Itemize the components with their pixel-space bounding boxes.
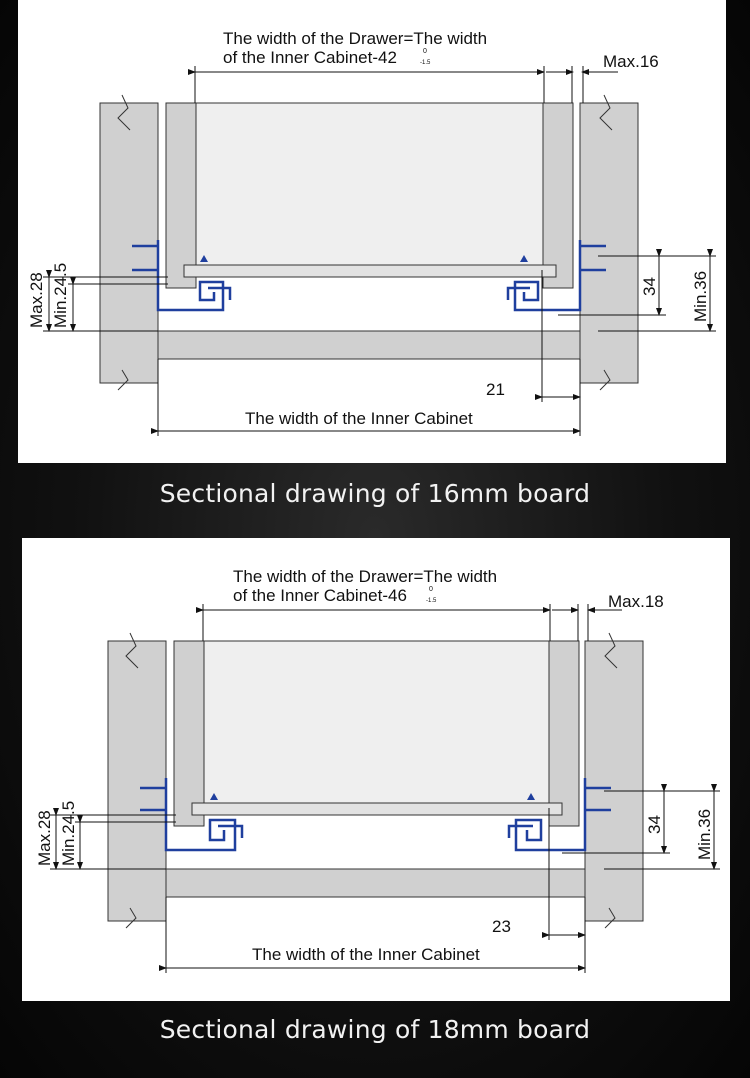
- slide-rail-right: [506, 240, 606, 312]
- max-side-label: Max.16: [603, 52, 659, 71]
- rail-catch-right: [520, 255, 528, 262]
- dimension-right-heights: [558, 249, 716, 332]
- dimension-left-heights: [43, 270, 168, 332]
- inner-cabinet-label: The width of the Inner Cabinet: [252, 945, 480, 964]
- drawer-bottom: [191, 802, 563, 816]
- formula-line-2: of the Inner Cabinet-42: [223, 48, 397, 67]
- dimension-right-heights: [562, 784, 720, 870]
- diagram-16mm-panel: The width of the Drawer=The width of the…: [18, 0, 726, 463]
- min-left-label: Min.24.5: [59, 801, 78, 866]
- drawer-box: [165, 102, 574, 289]
- dimension-gap: [542, 808, 586, 940]
- dimension-inner-cabinet: [151, 359, 581, 436]
- slide-rail-right: [507, 778, 611, 852]
- min-right-label: Min.36: [695, 809, 714, 860]
- caption-18mm: Sectional drawing of 18mm board: [159, 1015, 591, 1044]
- dimension-drawer-width: [196, 604, 551, 641]
- cabinet-left-panel: [107, 632, 167, 929]
- cabinet-left-panel: [99, 94, 159, 391]
- rail-catch-left: [210, 793, 218, 800]
- dimension-max-side: [546, 66, 618, 103]
- diagram-16mm: The width of the Drawer=The width of the…: [27, 29, 716, 436]
- formula-line-2: of the Inner Cabinet-46: [233, 586, 407, 605]
- gap-label: 21: [486, 380, 505, 399]
- slide-rail-left: [132, 240, 232, 312]
- rail-height-label: 34: [645, 815, 664, 834]
- tolerance-lower: -1.5: [420, 60, 431, 66]
- min-left-label: Min.24.5: [51, 263, 70, 328]
- formula-line-1: The width of the Drawer=The width: [223, 29, 487, 48]
- diagram-18mm: The width of the Drawer=The width of the…: [35, 567, 720, 973]
- inner-cabinet-label: The width of the Inner Cabinet: [245, 409, 473, 428]
- cabinet-right-panel: [584, 632, 644, 929]
- tolerance-upper: 0: [429, 586, 433, 593]
- rail-height-label: 34: [640, 277, 659, 296]
- dimension-inner-cabinet: [159, 897, 586, 973]
- max-side-label: Max.18: [608, 592, 664, 611]
- max-left-label: Max.28: [35, 810, 54, 866]
- cabinet-right-panel: [579, 94, 639, 391]
- formula-line-1: The width of the Drawer=The width: [233, 567, 497, 586]
- min-right-label: Min.36: [691, 271, 710, 322]
- rail-catch-right: [527, 793, 535, 800]
- dimension-drawer-width: [188, 66, 545, 103]
- tolerance-upper: 0: [423, 48, 427, 55]
- diagram-18mm-panel: The width of the Drawer=The width of the…: [22, 538, 730, 1001]
- dimension-left-heights: [50, 808, 176, 870]
- dimension-max-side: [552, 604, 622, 641]
- rail-catch-left: [200, 255, 208, 262]
- cabinet-bottom-board: [165, 868, 586, 898]
- cabinet-bottom-board: [157, 330, 581, 360]
- slide-rail-left: [140, 778, 244, 852]
- tolerance-lower: -1.5: [426, 598, 437, 604]
- drawer-bottom: [183, 264, 557, 278]
- dimension-gap: [535, 270, 581, 402]
- caption-16mm: Sectional drawing of 16mm board: [159, 479, 591, 508]
- drawer-box: [173, 640, 580, 827]
- max-left-label: Max.28: [27, 272, 46, 328]
- gap-label: 23: [492, 917, 511, 936]
